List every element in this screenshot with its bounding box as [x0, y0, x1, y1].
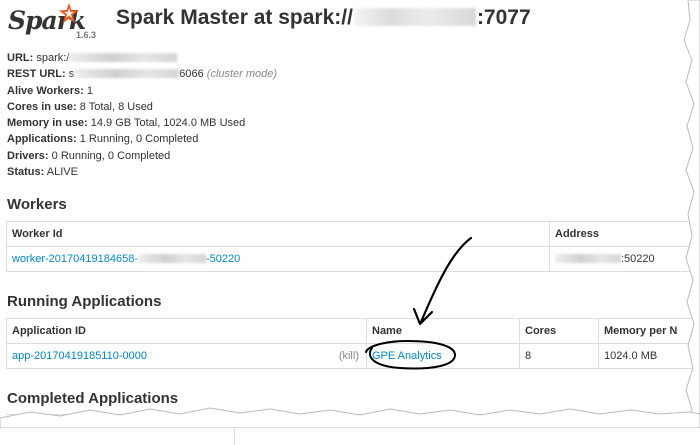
- status-row: Status: ALIVE: [7, 164, 277, 180]
- col-application-id[interactable]: Application ID: [7, 319, 367, 344]
- page-title-prefix: Spark Master at spark://: [116, 6, 353, 29]
- col-memory-per-node[interactable]: Memory per N: [599, 319, 700, 344]
- url-row: URL: spark:/: [7, 50, 277, 66]
- spark-master-page: Spark 1.6.3 Spark Master at spark:// :707…: [0, 0, 700, 428]
- table-column-divider: [234, 415, 235, 445]
- alive-workers-row: Alive Workers: 1: [7, 83, 277, 99]
- redacted-worker-ip: [138, 254, 206, 263]
- application-name-cell: GPE Analytics: [367, 344, 520, 369]
- col-address[interactable]: Address: [550, 222, 700, 247]
- drivers-row: Drivers: 0 Running, 0 Completed: [7, 148, 277, 164]
- col-cores[interactable]: Cores: [520, 319, 599, 344]
- table-header-row: Application ID Name Cores Memory per N: [7, 319, 700, 344]
- spark-star-icon: [58, 2, 80, 24]
- cores-row: Cores in use: 8 Total, 8 Used: [7, 99, 277, 115]
- table-header-row: Worker Id Address: [7, 222, 700, 247]
- running-applications-heading: Running Applications: [7, 293, 161, 310]
- col-name[interactable]: Name: [367, 319, 520, 344]
- workers-heading: Workers: [7, 196, 67, 213]
- memory-cell: 1024.0 MB: [599, 344, 700, 369]
- worker-link[interactable]: worker-20170419184658--50220: [12, 253, 240, 265]
- cores-cell: 8: [520, 344, 599, 369]
- spark-version: 1.6.3: [76, 30, 96, 40]
- address-cell: :50220: [550, 247, 700, 272]
- workers-table: Worker Id Address worker-20170419184658-…: [6, 221, 700, 272]
- completed-applications-heading: Completed Applications: [7, 390, 178, 407]
- redacted-url: [69, 53, 177, 62]
- application-id-cell: app-20170419185110-0000 (kill): [7, 344, 367, 369]
- worker-id-cell: worker-20170419184658--50220: [7, 247, 550, 272]
- table-row: app-20170419185110-0000 (kill) GPE Analy…: [7, 344, 700, 369]
- memory-row: Memory in use: 14.9 GB Total, 1024.0 MB …: [7, 115, 277, 131]
- redacted-address: [555, 254, 621, 263]
- kill-link[interactable]: (kill): [339, 350, 359, 362]
- spark-logo[interactable]: Spark 1.6.3: [6, 2, 106, 46]
- completed-applications-table: [6, 414, 700, 445]
- applications-row: Applications: 1 Running, 0 Completed: [7, 131, 277, 147]
- redacted-rest-url: [74, 69, 179, 78]
- application-id-link[interactable]: app-20170419185110-0000: [12, 350, 147, 362]
- running-applications-table: Application ID Name Cores Memory per N a…: [6, 318, 700, 369]
- table-row: worker-20170419184658--50220 :50220: [7, 247, 700, 272]
- application-name-link[interactable]: GPE Analytics: [372, 350, 442, 362]
- page-title-suffix: :7077: [477, 6, 531, 29]
- col-worker-id[interactable]: Worker Id: [7, 222, 550, 247]
- redacted-hostname: [354, 8, 476, 26]
- page-title: Spark Master at spark:// :7077: [116, 6, 531, 30]
